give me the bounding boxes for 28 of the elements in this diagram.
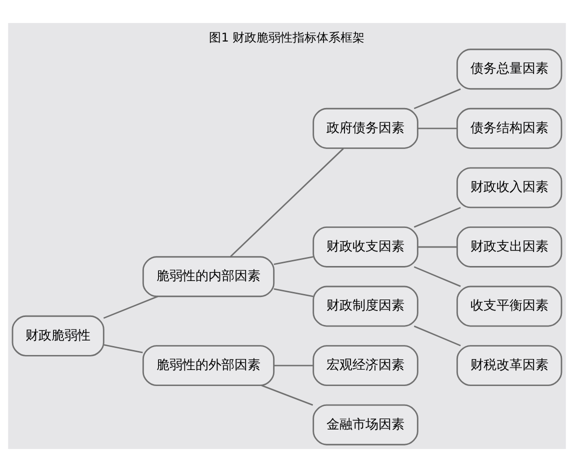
- node-box: 收支平衡因素: [456, 285, 562, 326]
- connector: [261, 384, 314, 406]
- connector: [414, 88, 461, 109]
- node-box: 债务结构因素: [456, 107, 562, 148]
- node-box: 政府债务因素: [312, 107, 418, 148]
- node-box: 宏观经济因素: [312, 344, 418, 386]
- connector: [418, 127, 458, 129]
- connector: [274, 256, 314, 264]
- connector: [418, 246, 458, 248]
- node-box: 脆弱性的外部因素: [142, 344, 275, 386]
- node-box: 金融市场因素: [312, 404, 418, 445]
- connector: [103, 295, 158, 318]
- connector: [274, 364, 314, 366]
- connector: [104, 344, 143, 353]
- node-box: 财税改革因素: [456, 344, 562, 386]
- connector: [230, 148, 344, 257]
- connector: [414, 206, 461, 228]
- node-box: 财政收入因素: [456, 166, 562, 208]
- connector: [274, 288, 314, 297]
- node-box: 财政制度因素: [312, 285, 418, 326]
- node-box: 财政脆弱性: [12, 314, 104, 356]
- connector: [414, 325, 461, 346]
- node-box: 债务总量因素: [456, 48, 562, 90]
- node-box: 财政收支因素: [312, 226, 418, 267]
- node-box: 财政支出因素: [456, 226, 562, 267]
- node-box: 脆弱性的内部因素: [142, 256, 275, 297]
- diagram-title: 图1 财政脆弱性指标体系框架: [209, 30, 365, 44]
- connector: [414, 266, 461, 286]
